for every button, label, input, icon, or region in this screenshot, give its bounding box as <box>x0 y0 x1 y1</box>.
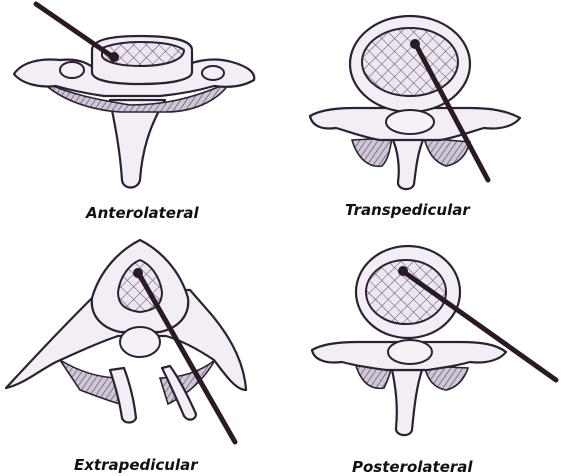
needle <box>136 271 238 445</box>
pedicle-shadow-right <box>422 365 470 391</box>
spinous-left <box>108 366 138 424</box>
spinal-canal <box>119 326 161 358</box>
panel-label-anterolateral: Anterolateral <box>85 204 199 222</box>
disc-crosshatch <box>361 27 459 97</box>
lamina-shadow <box>39 79 232 113</box>
disc-crosshatch <box>101 40 186 68</box>
needle-tip <box>109 52 119 62</box>
right-foramen <box>201 65 225 81</box>
spinous-process <box>390 368 424 437</box>
spinal-canal <box>385 109 435 135</box>
panel-transpedicular: Transpedicular <box>308 14 522 219</box>
panel-posterolateral: Posterolateral <box>310 244 559 476</box>
panel-extrapedicular: Extrapedicular <box>4 238 248 474</box>
needle-tip <box>133 268 143 278</box>
lamina-shadow <box>59 359 121 406</box>
pedicle-shadow <box>350 137 393 168</box>
spinous-right <box>160 364 198 421</box>
pedicle-shadow-right <box>422 137 472 167</box>
needle <box>401 269 559 383</box>
disc-crosshatch <box>365 259 447 325</box>
left-foramen <box>59 61 85 79</box>
panel-anterolateral: Anterolateral <box>12 1 256 222</box>
panel-label-extrapedicular: Extrapedicular <box>74 456 199 474</box>
needle <box>33 1 116 60</box>
spinal-canal <box>387 339 433 365</box>
needle-tip <box>398 266 408 276</box>
panel-label-transpedicular: Transpedicular <box>345 201 471 219</box>
panel-label-posterolateral: Posterolateral <box>352 458 473 476</box>
spinous-process <box>390 136 426 191</box>
needle-tip <box>410 39 420 49</box>
needle <box>413 42 491 183</box>
spinous-process <box>108 98 167 189</box>
